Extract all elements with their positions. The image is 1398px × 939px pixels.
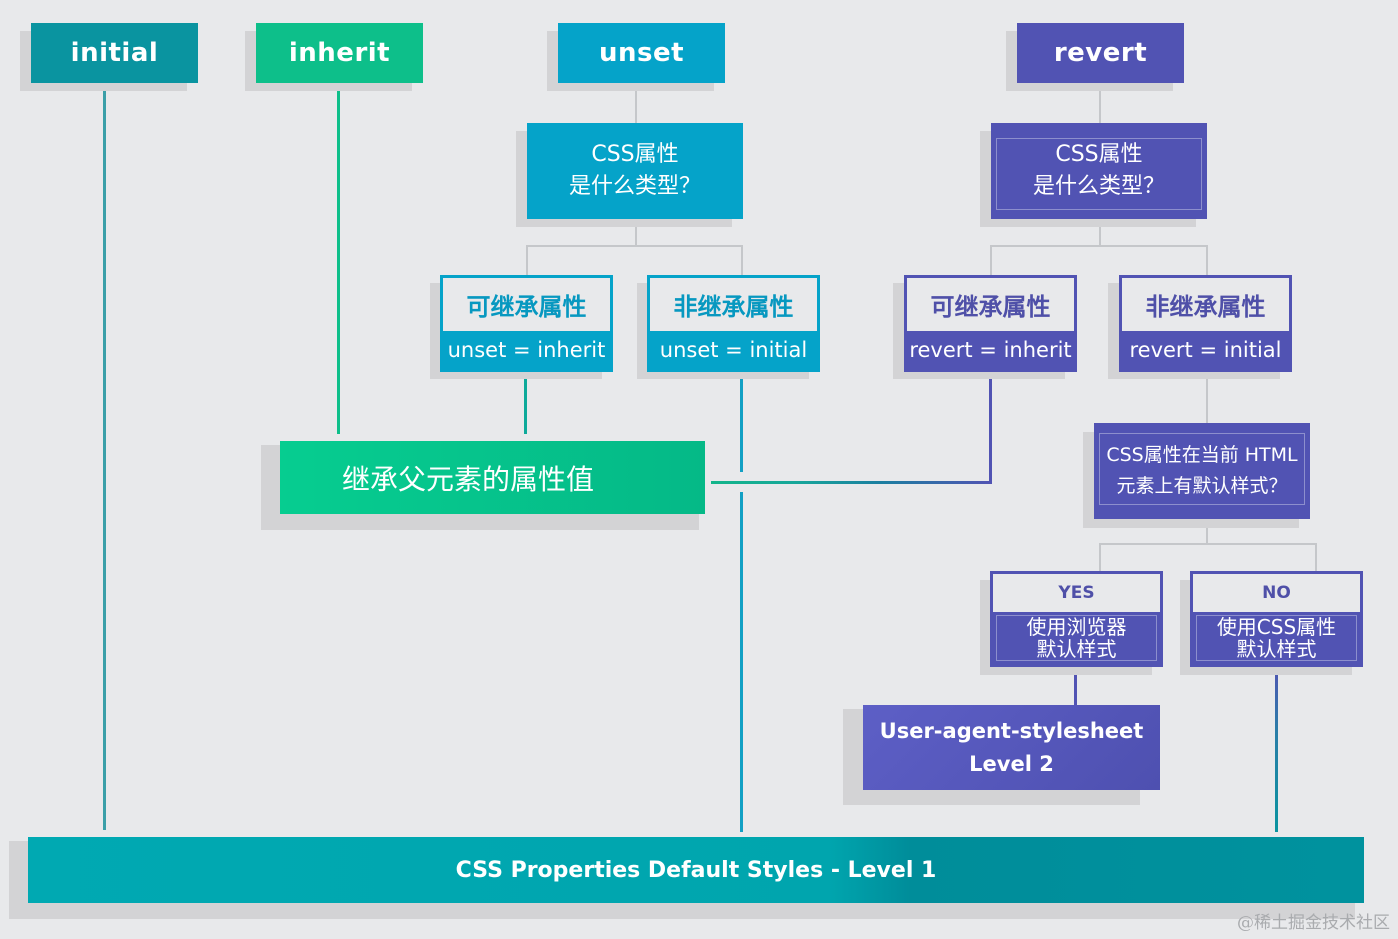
no-label: NO (1193, 574, 1360, 612)
inherit-parent-value-box: 继承父元素的属性值 (280, 441, 705, 514)
yes-connector (1074, 665, 1077, 705)
revert-non-inheritable-result: revert = initial (1129, 338, 1282, 362)
revert-inherit-connector-horizontal (711, 481, 992, 484)
unset-inheritable-title: 可继承属性 (443, 278, 610, 331)
initial-connector (103, 82, 106, 830)
no-line1: 使用CSS属性 (1216, 615, 1337, 639)
base-level-label: CSS Properties Default Styles - Level 1 (455, 857, 937, 883)
unset-inherit-connector (524, 370, 527, 434)
inherit-connector (337, 82, 340, 434)
yes-line2: 默认样式 (1036, 637, 1117, 661)
unset-initial-connector-lower (740, 492, 743, 832)
unset-question-line2: 是什么类型？ (568, 174, 701, 199)
initial-keyword-box: initial (31, 23, 198, 83)
revert-inherit-connector-vertical (989, 370, 992, 484)
inherit-keyword-box: inherit (256, 23, 423, 83)
revert-label: revert (1053, 38, 1148, 68)
css-default-styles-base: CSS Properties Default Styles - Level 1 (28, 837, 1364, 903)
revert-non-inheritable-title: 非继承属性 (1122, 278, 1289, 331)
no-line2: 默认样式 (1236, 637, 1317, 661)
unset-initial-connector-upper (740, 370, 743, 472)
default-question-line1: CSS属性在当前 HTML (1106, 444, 1298, 466)
revert-split-bar (990, 245, 1208, 247)
yes-box: YES 使用浏览器 默认样式 (990, 571, 1163, 667)
default-split-right (1315, 543, 1317, 573)
revert-question-line1: CSS属性 (1055, 142, 1143, 167)
revert-inheritable-result: revert = inherit (909, 338, 1072, 362)
no-connector (1275, 665, 1278, 832)
revert-question-stem (1099, 218, 1101, 246)
yes-result: 使用浏览器 默认样式 (993, 612, 1160, 664)
yes-label: YES (993, 574, 1160, 612)
user-agent-line2: Level 2 (969, 751, 1054, 776)
revert-inheritable-box: 可继承属性 revert = inherit (904, 275, 1077, 372)
unset-non-inheritable-title: 非继承属性 (650, 278, 817, 331)
revert-split-right (1206, 245, 1208, 277)
unset-question-line1: CSS属性 (591, 142, 679, 167)
yes-line1: 使用浏览器 (1026, 615, 1127, 639)
unset-split-left (526, 245, 528, 277)
revert-non-inheritable-box: 非继承属性 revert = initial (1119, 275, 1292, 372)
unset-non-inheritable-box: 非继承属性 unset = initial (647, 275, 820, 372)
initial-label: initial (70, 38, 159, 68)
default-split-bar (1099, 543, 1317, 545)
revert-initial-connector (1206, 370, 1208, 425)
unset-split-bar (526, 245, 743, 247)
unset-label: unset (598, 38, 685, 68)
unset-question-stem (635, 218, 637, 246)
no-box: NO 使用CSS属性 默认样式 (1190, 571, 1363, 667)
user-agent-stylesheet-box: User-agent-stylesheet Level 2 (863, 705, 1160, 790)
unset-inheritable-box: 可继承属性 unset = inherit (440, 275, 613, 372)
revert-split-left (990, 245, 992, 277)
inherit-result-label: 继承父元素的属性值 (342, 462, 595, 496)
default-style-question: CSS属性在当前 HTML 元素上有默认样式？ (1094, 423, 1310, 519)
user-agent-line1: User-agent-stylesheet (879, 718, 1144, 743)
watermark: @稀土掘金技术社区 (1237, 913, 1390, 933)
revert-to-question-connector (1099, 82, 1101, 124)
unset-property-type-question: CSS属性 是什么类型？ (527, 123, 743, 219)
no-result: 使用CSS属性 默认样式 (1193, 612, 1360, 664)
default-question-line2: 元素上有默认样式？ (1116, 475, 1288, 497)
revert-keyword-box: revert (1017, 23, 1184, 83)
default-question-stem (1206, 518, 1208, 544)
revert-question-line2: 是什么类型？ (1032, 174, 1165, 199)
inherit-label: inherit (288, 38, 391, 68)
default-split-left (1099, 543, 1101, 573)
unset-inheritable-result: unset = inherit (447, 338, 606, 362)
unset-non-inheritable-result: unset = initial (659, 338, 808, 362)
revert-property-type-question: CSS属性 是什么类型？ (991, 123, 1207, 219)
unset-keyword-box: unset (558, 23, 725, 83)
unset-split-right (741, 245, 743, 277)
revert-inheritable-title: 可继承属性 (907, 278, 1074, 331)
unset-to-question-connector (635, 82, 637, 124)
